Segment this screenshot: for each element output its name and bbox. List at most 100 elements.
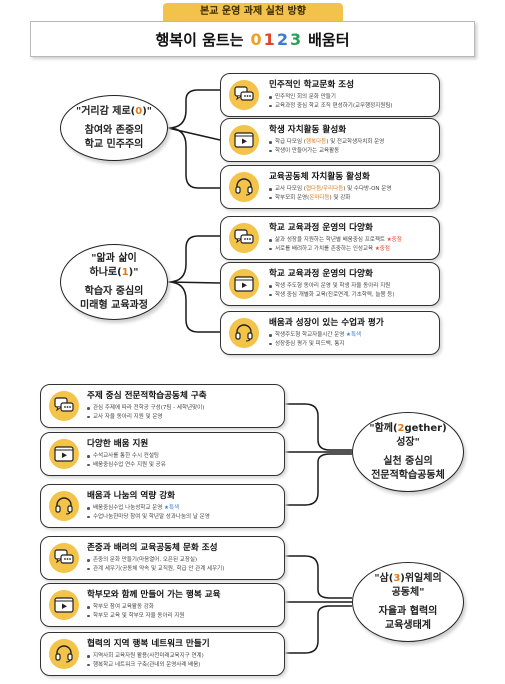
card-bullet: 학생주도형 학교자율시간 운영 ★특색 [269,331,433,340]
title-pre: 행복이 움트는 [155,30,244,49]
chat-icon [49,543,79,573]
chat-icon [229,223,259,253]
goal-oval-democracy: "거리감 제로(0)" 참여와 존중의 학교 민주주의 [60,95,168,161]
oval-quote-2: 성장" [396,436,420,448]
card-title: 존중과 배려의 교육공동체 문화 조성 [87,543,218,553]
card-bullet: 수석교사를 통한 수시 컨설팅 [87,452,278,461]
card-bullet: 관계 세우기(공동체 약속 및 교직원, 학급 안 관계 세우기) [87,565,278,574]
card-bullet: 관심 주제에 따라 전학공 구성(7팀 - 세학년맞이) [87,404,278,413]
card-bullet: 서로를 배려하고 가치를 존중하는 인성교육 ★중점 [269,245,433,254]
oval-quote-2: 하나로(1)" [89,266,139,278]
card-bullet: 수업나눔한마당 참여 및 학년말 성과나눔의 날 운영 [87,513,278,522]
title-num-1: 1 [263,29,275,49]
card-title: 학부모와 함께 만들어 가는 행복 교육 [87,590,221,600]
card-title: 교육공동체 자치활동 활성화 [269,172,370,182]
card-title: 주제 중심 전문적학습공동체 구축 [87,391,207,401]
oval-line2: 자율과 협력의 [378,606,438,617]
card-title: 학교 교육과정 운영의 다양화 [269,269,373,279]
oval-quote-2: 공동체" [391,586,425,598]
chat-icon [49,391,79,421]
title-post: 배움터 [308,30,350,49]
headset-icon [229,172,259,202]
oval-quote: "삼(3)위일체의 [374,573,442,584]
card-bullet: 학생 주도형 동아리 운영 및 학생 자율 동아리 지원 [269,282,433,291]
oval-line2: 실천 중심의 [383,456,433,467]
card-bullet: 학생이 만들어가는 교육활동 [269,147,433,156]
video-icon [229,269,259,299]
card-title: 배움과 성장이 있는 수업과 평가 [269,318,384,328]
card-bullet: 학부모 참여 교육활동 강화 [87,603,278,612]
video-icon [49,590,79,620]
card-bullets: 지역사회 교육자원 활용(사천미래교육지구 연계)행복학교 네트워크 구축(관내… [87,652,278,670]
card-bullets: 관심 주제에 따라 전학공 구성(7팀 - 세학년맞이)교사 자율 동아리 지원… [87,404,278,422]
card-bullet: 교사 다모임 (협다듬/우리다듬) 및 수다방-ON 운영 [269,185,433,194]
headset-icon [229,318,259,348]
goal-oval-community: "삼(3)위일체의 공동체" 자율과 협력의 교육생태계 [352,562,464,642]
card-bullet: 배움중심수업 나눔성학교 운영 ★특색 [87,504,278,513]
oval-line3: 미래형 교육과정 [80,299,148,311]
video-icon [49,439,79,469]
card-title: 민주적인 학교문화 조성 [269,80,355,90]
card-bullet: 행복학교 네트워크 구축(관내외 운영사례 배움) [87,661,278,670]
card-bullet: 존중의 문화 만들기(마음열어, 오픈된 교장실) [87,556,278,565]
card-bullet: 성장중심 평가 및 피드백, 통지 [269,340,433,349]
oval-line3: 학교 민주주의 [84,138,144,150]
card-bullet: 학부모 교육 및 학부모 자율 동아리 지원 [87,612,278,621]
header-tab: 본교 운영 과제 실천 방향 [163,3,343,21]
card-title: 다양한 배움 지원 [87,439,149,449]
card-bullet: 교사 자율 동아리 지원 및 운영 [87,413,278,422]
card-title: 협력의 지역 행복 네트워크 만들기 [87,639,210,649]
card-bullet: 배움중심수업 연수 지원 및 공유 [87,461,278,470]
goal-oval-curriculum: "앎과 삶이 하나로(1)" 학습자 중심의 미래형 교육과정 [60,244,168,320]
chat-icon [229,80,259,110]
oval-quote: "함께(2gether) [369,423,447,434]
card-bullet: 학부모회 운영(온마다듬) 및 강화 [269,194,433,203]
card-title: 학교 교육과정 운영의 다양화 [269,223,373,233]
card-title: 학생 자치활동 활성화 [269,125,347,135]
card-bullet: 삶과 성장을 지원하는 학년별 배움중심 프로젝트 ★중점 [269,236,433,245]
card-bullets: 존중의 문화 만들기(마음열어, 오픈된 교장실)관계 세우기(공동체 약속 및… [87,556,278,574]
card-bullet: 학급 다모임 (행복다듬) 및 전교학생자치회 운영 [269,138,433,147]
card-title: 배움과 나눔의 역량 강화 [87,491,176,501]
oval-line2: 학습자 중심의 [84,286,144,297]
card-bullet: 지역사회 교육자원 활용(사천미래교육지구 연계) [87,652,278,661]
title-num-3: 3 [289,29,302,49]
page-title: 행복이 움트는 0 1 2 3 배움터 [30,21,475,57]
card-bullet: 교육과정 중심 학교 조직 편성하기(교무행정지원팀) [269,102,433,111]
card-bullet: 민주적인 회의 문화 만들기 [269,93,433,102]
goal-oval-together: "함께(2gether) 성장" 실천 중심의 전문적학습공동체 [352,412,464,492]
oval-quote: "거리감 제로(0)" [75,105,152,117]
title-num-0: 0 [250,29,262,49]
oval-quote: "앎과 삶이 [91,253,137,264]
video-icon [229,125,259,155]
title-num-2: 2 [276,29,288,49]
headset-icon [49,491,79,521]
card-bullet: 학생 중심 개별화 교육(진로연계, 기초학력, 늘봄 등) [269,291,433,300]
headset-icon [49,639,79,669]
oval-line3: 교육생태계 [385,619,431,631]
oval-line3: 전문적학습공동체 [371,469,445,481]
oval-line2: 참여와 존중의 [84,125,144,137]
